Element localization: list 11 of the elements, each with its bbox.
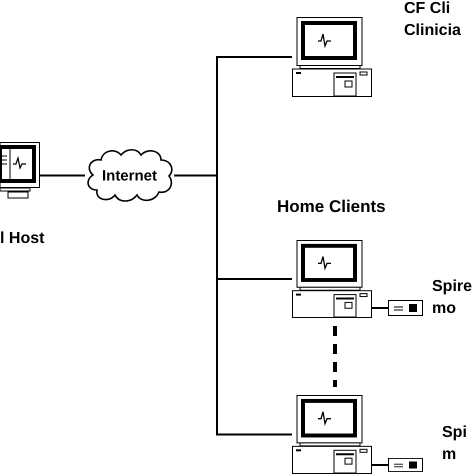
node-caption: Spire mo <box>432 277 474 319</box>
dashed-line <box>333 326 337 387</box>
node-caption: Spi m <box>442 423 468 465</box>
connector-line <box>372 307 388 309</box>
group-label: Home Clients <box>277 197 386 217</box>
connector-line <box>40 174 85 176</box>
node-label: Internet <box>100 167 158 184</box>
connector-line <box>174 174 292 436</box>
node-caption: CF Cli Clinicia <box>404 0 462 41</box>
connector-line <box>372 464 388 466</box>
node-caption: l Host <box>0 229 46 249</box>
